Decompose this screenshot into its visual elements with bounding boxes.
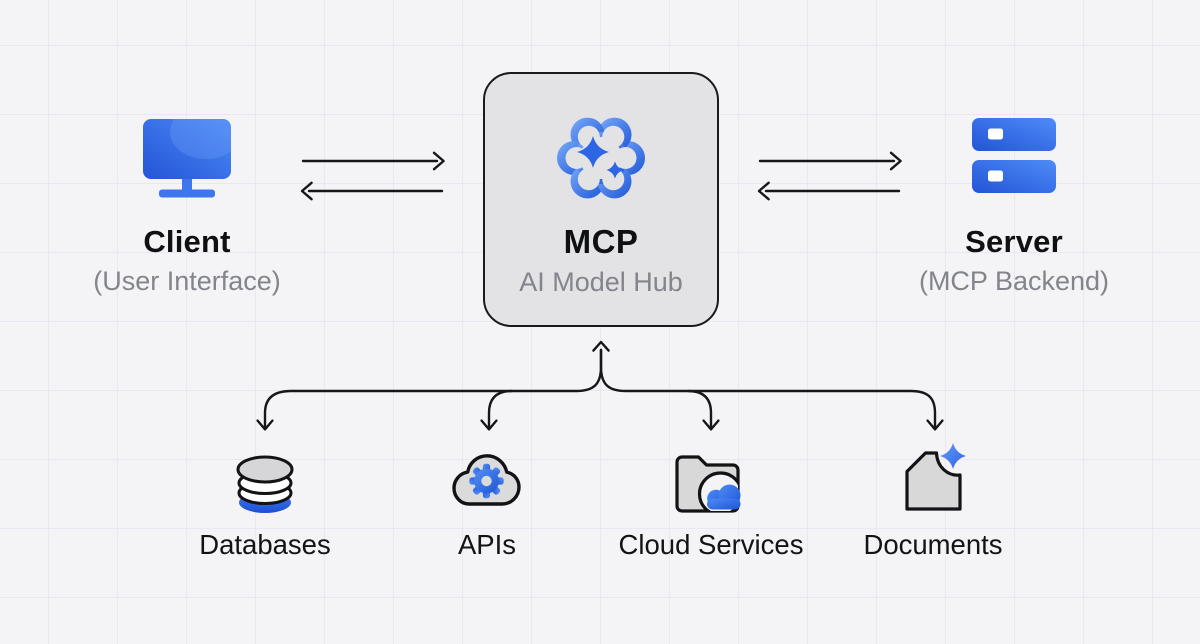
database-icon bbox=[236, 455, 294, 513]
tree-up-arrowhead bbox=[592, 340, 610, 352]
hub-title: MCP bbox=[563, 223, 639, 260]
document-sparkle-icon bbox=[905, 443, 966, 511]
tree-down-arrowhead-documents bbox=[926, 419, 944, 431]
folder-cloud-icon bbox=[675, 455, 741, 513]
server-rack-icon bbox=[972, 118, 1056, 193]
server-led-top bbox=[988, 128, 1003, 140]
sparkle-icon-large bbox=[577, 136, 609, 168]
tree-trunk-right-run bbox=[599, 348, 937, 430]
tree-down-arrowhead-databases bbox=[256, 419, 274, 431]
tree-down-arrowhead-apis bbox=[480, 419, 498, 431]
hub-subtitle: AI Model Hub bbox=[519, 267, 683, 297]
monitor-icon bbox=[143, 119, 231, 198]
client-subtitle: (User Interface) bbox=[93, 266, 281, 296]
server-title: Server bbox=[965, 224, 1063, 259]
gear-icon bbox=[469, 463, 504, 499]
sparkle-icon bbox=[940, 443, 966, 469]
api-gear-cloud-icon bbox=[452, 454, 521, 506]
mcp-logo-icon bbox=[557, 117, 645, 199]
arrow-hub-to-client-head bbox=[300, 181, 313, 201]
tree-branch-apis bbox=[487, 389, 514, 430]
client-title: Client bbox=[143, 224, 231, 259]
arrow-server-to-hub-head bbox=[757, 181, 770, 201]
resource-label-cloud-services: Cloud Services bbox=[618, 529, 804, 560]
server-led-bottom bbox=[988, 170, 1003, 182]
cloud-icon bbox=[707, 484, 741, 510]
resource-label-apis: APIs bbox=[457, 529, 517, 560]
logo-flower-inner bbox=[565, 125, 637, 191]
tree-trunk-left-run bbox=[263, 348, 603, 430]
tree-branch-cloud bbox=[686, 389, 713, 430]
document-shape bbox=[905, 451, 962, 511]
mcp-hub-panel bbox=[483, 72, 719, 327]
arrow-client-to-hub-head bbox=[432, 151, 445, 171]
sparkle-icon-small bbox=[606, 161, 624, 179]
tree-down-arrowhead-cloud bbox=[702, 419, 720, 431]
resource-label-databases: Databases bbox=[199, 529, 331, 560]
server-subtitle: (MCP Backend) bbox=[918, 266, 1110, 296]
resource-label-documents: Documents bbox=[863, 529, 1003, 560]
arrow-hub-to-server-head bbox=[889, 151, 902, 171]
